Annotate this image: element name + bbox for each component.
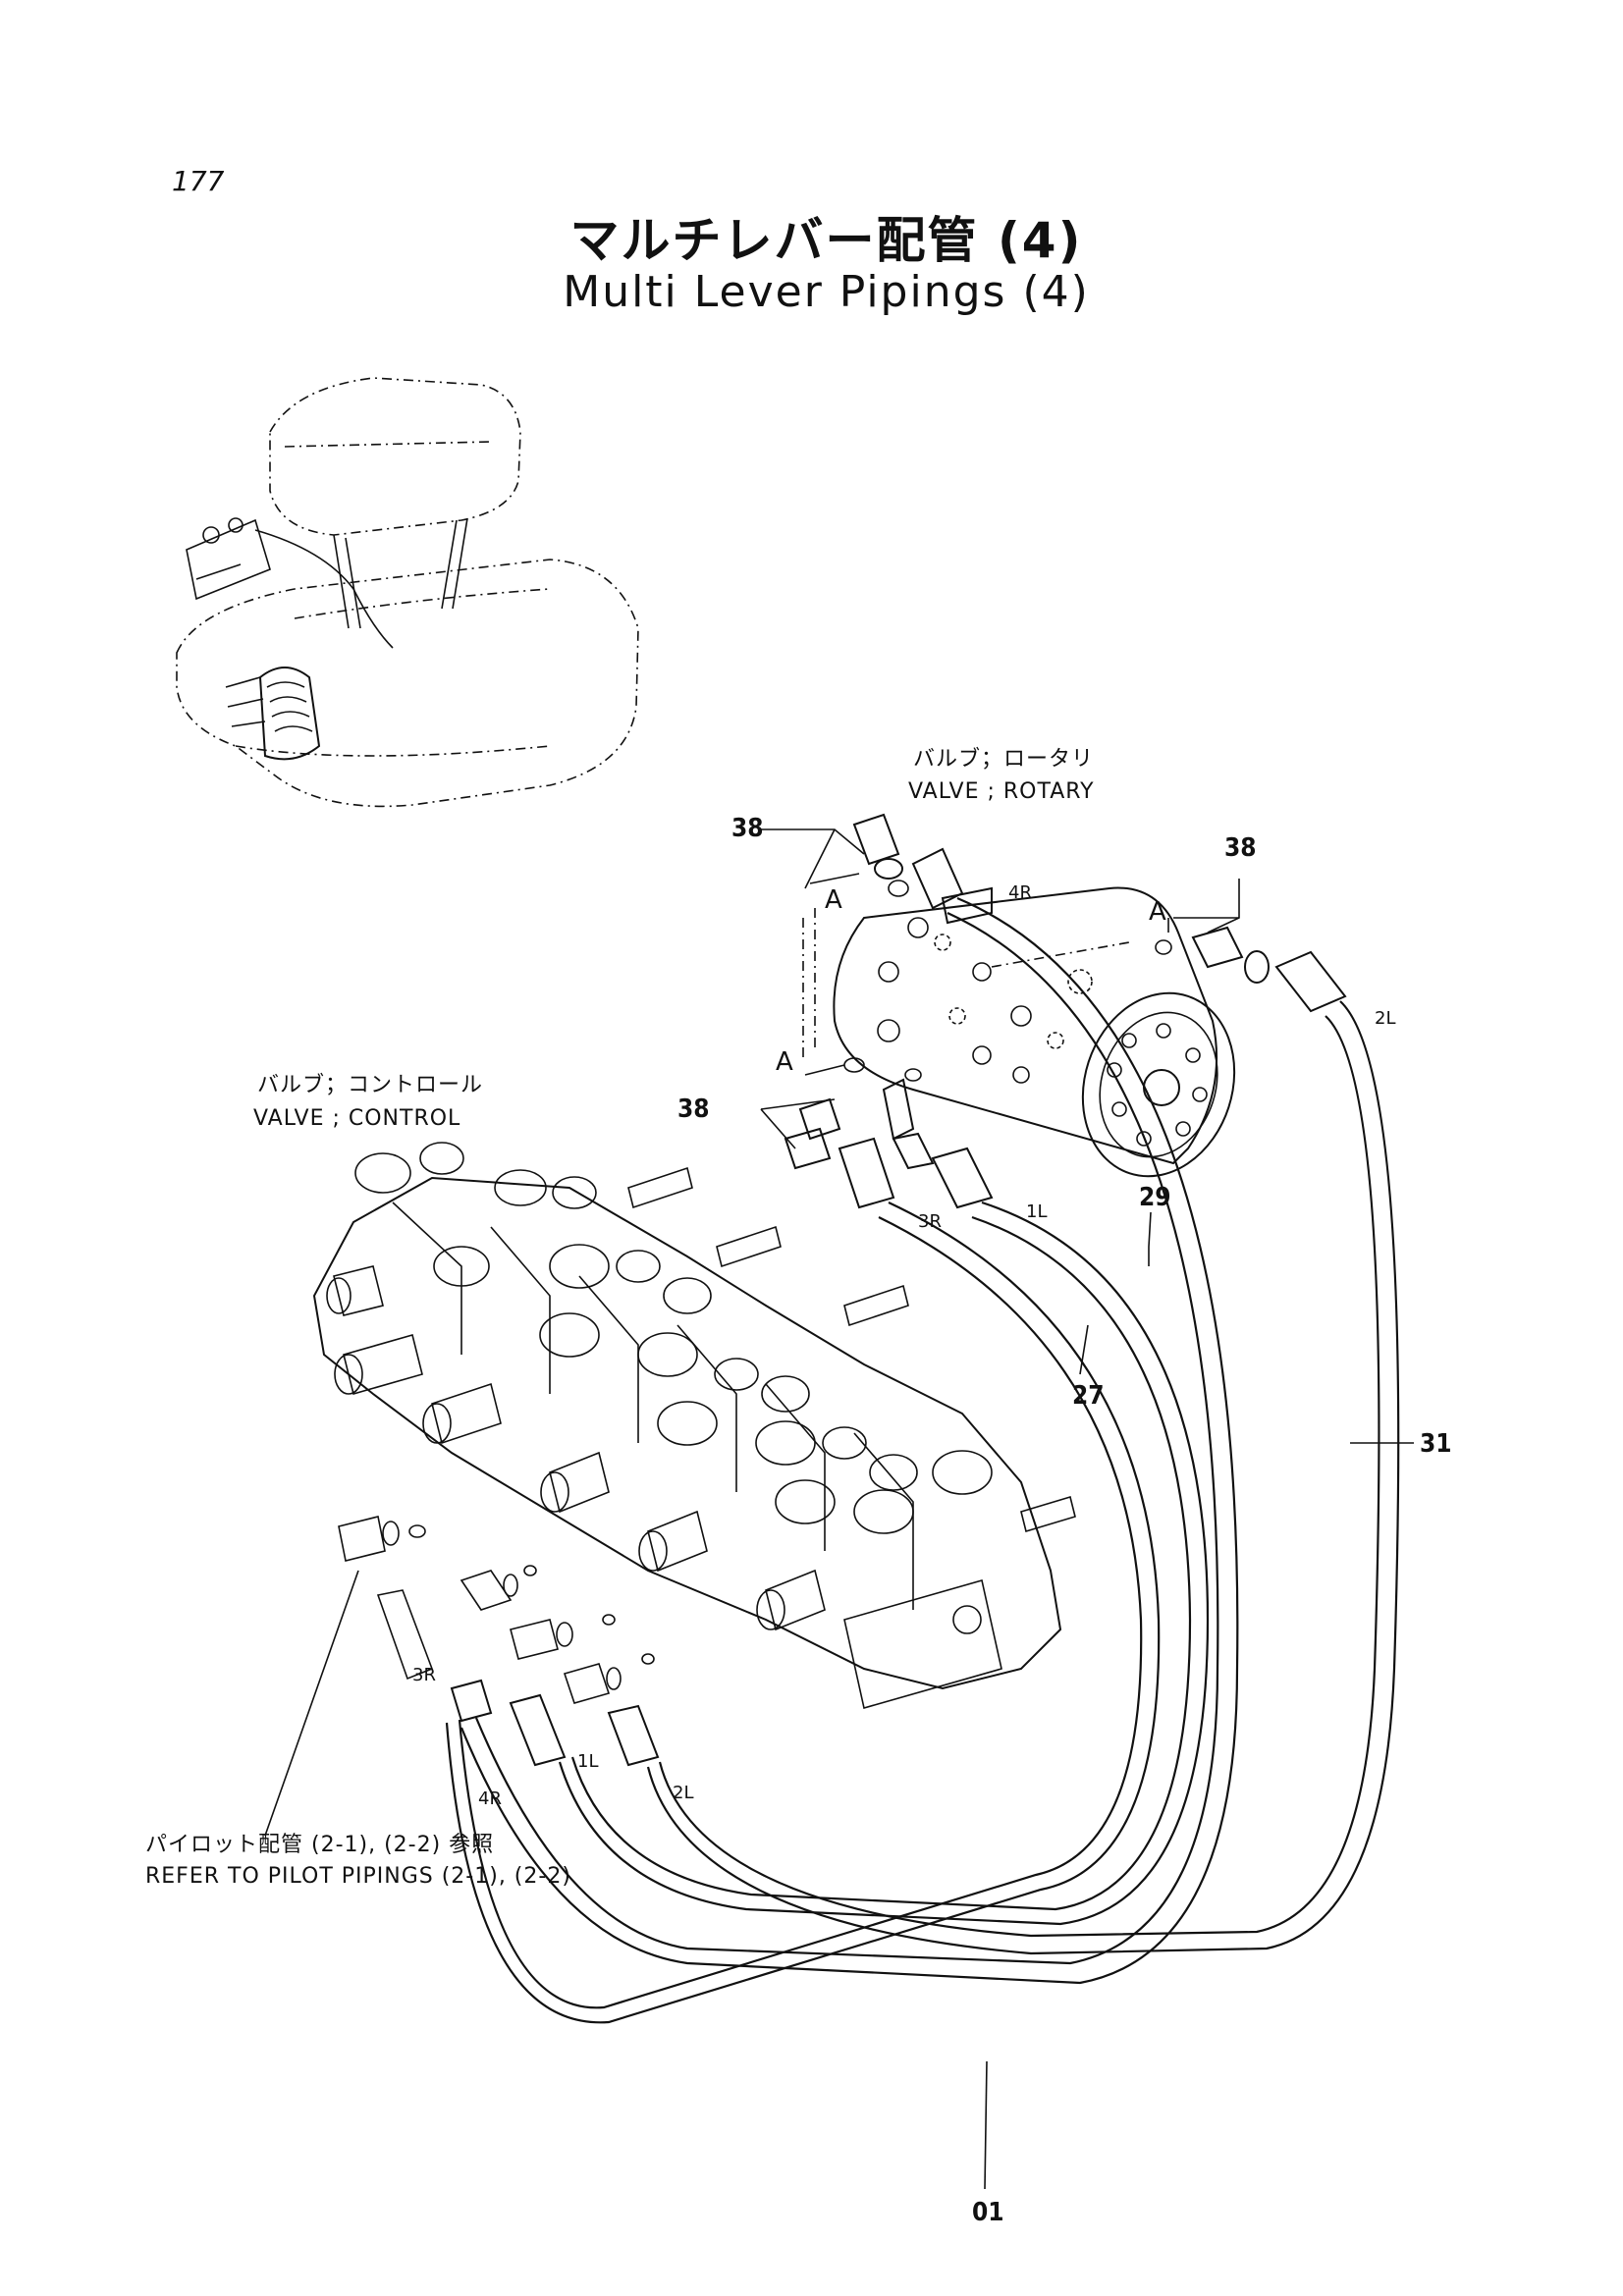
port-label-rotary-1l: 1L: [1026, 1201, 1047, 1222]
pilot-piping-reference-en: REFER TO PILOT PIPINGS (2-1), (2-2): [145, 1864, 571, 1889]
control-valve-illustration: [312, 1142, 1076, 1710]
port-label-control-1l: 1L: [577, 1751, 598, 1772]
page-title-japanese: マルチレバー配管 (4): [569, 212, 1083, 269]
detail-mark-a-lower: A: [776, 1047, 793, 1077]
part-number-31: 31: [1420, 1429, 1452, 1459]
page-title-english: Multi Lever Pipings (4): [563, 267, 1090, 317]
part-number-01: 01: [972, 2198, 1004, 2227]
port-label-rotary-4r: 4R: [1008, 882, 1032, 903]
hose-assembly: [445, 896, 1400, 2024]
control-valve-label-jp: バルブ；コントロール: [257, 1073, 483, 1097]
port-label-rotary-3r: 3R: [918, 1211, 942, 1232]
excavator-overview-illustration: [176, 377, 639, 808]
rotary-valve-illustration: [833, 886, 1236, 1178]
detail-mark-a-upper: A: [825, 885, 842, 915]
control-valve-fittings: [338, 1516, 660, 1767]
part-number-29: 29: [1139, 1183, 1171, 1212]
leader-lines: [264, 828, 1414, 2190]
port-label-control-4r: 4R: [478, 1789, 502, 1809]
part-number-38-right: 38: [1224, 833, 1257, 863]
control-valve-label-en: VALVE ; CONTROL: [253, 1106, 460, 1131]
part-number-38-upper: 38: [731, 814, 764, 843]
rotary-valve-fittings: [784, 813, 1347, 1209]
part-number-27: 27: [1072, 1381, 1105, 1411]
port-label-control-2l: 2L: [673, 1783, 693, 1803]
port-label-rotary-2l: 2L: [1375, 1008, 1395, 1029]
detail-mark-a-right: A: [1149, 897, 1166, 927]
part-number-38-lower: 38: [677, 1095, 710, 1124]
pilot-piping-reference-jp: パイロット配管 (2-1), (2-2) 参照: [145, 1833, 494, 1857]
page-number: 177: [172, 165, 225, 197]
rotary-valve-label-en: VALVE ; ROTARY: [908, 779, 1095, 804]
rotary-valve-label-jp: バルブ；ロータリ: [913, 747, 1094, 772]
port-label-control-3r: 3R: [412, 1665, 436, 1685]
